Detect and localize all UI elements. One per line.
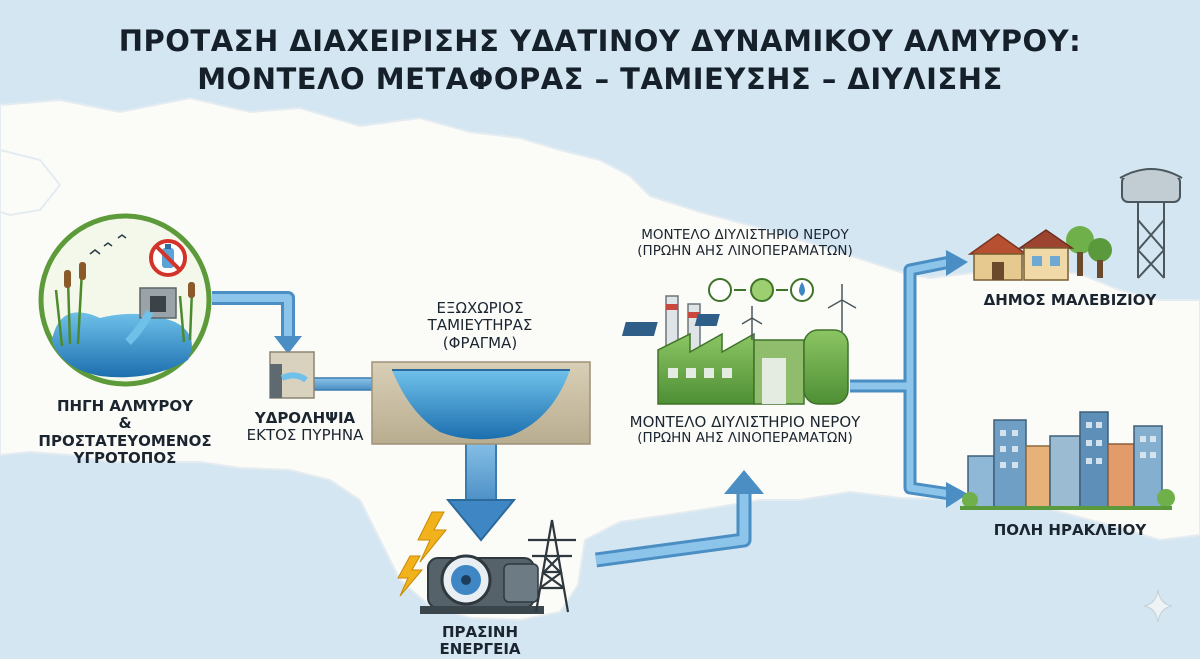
no-plastic-bottle-icon <box>149 239 187 277</box>
label-heraklion-line-1: ΠΟΛΗ ΗΡΑΚΛΕΙΟΥ <box>993 521 1147 539</box>
label-intake-line-1: ΥΔΡΟΛΗΨΙΑ <box>254 409 356 427</box>
lightning-icon <box>397 511 448 597</box>
filter-process-icon <box>708 278 814 302</box>
title-line-2: ΜΟΝΤΕΛΟ ΜΕΤΑΦΟΡΑΣ – ΤΑΜΙΕΥΣΗΣ – ΔΙΥΛΙΣΗΣ <box>197 62 1003 96</box>
label-reservoir-line-1: ΕΞΩΧΩΡΙΟΣ <box>436 299 524 317</box>
label-reservoir-line-2: ΤΑΜΙΕΥΤΗΡΑΣ <box>427 316 533 335</box>
label-heraklion: ΠΟΛΗ ΗΡΑΚΛΕΙΟΥ <box>960 521 1180 539</box>
label-energy: ΠΡΑΣΙΝΗ ΕΝΕΡΓΕΙΑ <box>400 623 560 659</box>
treatment-plant-illustration <box>621 278 857 405</box>
label-plant-top-line-2: (ΠΡΩΗΝ ΑΗΣ ΛΙΝΟΠΕΡΑΜΑΤΩΝ) <box>637 242 853 259</box>
label-plant-bottom-line-2: (ΠΡΩΗΝ ΑΗΣ ΛΙΝΟΠΕΡΑΜΑΤΩΝ) <box>637 430 853 447</box>
label-source-line-3: ΥΓΡΟΤΟΠΟΣ <box>73 448 177 467</box>
heraklion-city-illustration <box>960 411 1175 510</box>
arrow-to-malevizi <box>946 250 968 276</box>
page-title: ΠΡΟΤΑΣΗ ΔΙΑΧΕΙΡΙΣΗΣ ΥΔΑΤΙΝΟΥ ΔΥΝΑΜΙΚΟΥ Α… <box>0 22 1200 98</box>
pipe-reservoir-turbine <box>465 435 497 505</box>
turbine-icon <box>420 554 544 614</box>
label-plant-bottom: ΜΟΝΤΕΛΟ ΔΙΥΛΙΣΤΗΡΙΟ ΝΕΡΟΥ (ΠΡΩΗΝ ΑΗΣ ΛΙΝ… <box>610 413 880 447</box>
wind-turbine-icon <box>741 284 857 340</box>
label-plant-top-line-1: ΜΟΝΤΕΛΟ ΔΙΥΛΙΣΤΗΡΙΟ ΝΕΡΟΥ <box>641 227 849 243</box>
arrow-up-plant <box>724 470 764 494</box>
label-reservoir: ΕΞΩΧΩΡΙΟΣ ΤΑΜΙΕΥΤΗΡΑΣ (ΦΡΑΓΜΑ) <box>400 299 560 352</box>
label-plant-bottom-line-1: ΜΟΝΤΕΛΟ ΔΙΥΛΙΣΤΗΡΙΟ ΝΕΡΟΥ <box>629 413 861 431</box>
arrow-down-turbine <box>445 499 517 542</box>
reservoir-illustration <box>371 361 591 445</box>
label-source-line-1: ΠΗΓΗ ΑΛΜΥΡΟΥ <box>56 397 194 415</box>
label-plant-top: ΜΟΝΤΕΛΟ ΔΙΥΛΙΣΤΗΡΙΟ ΝΕΡΟΥ (ΠΡΩΗΝ ΑΗΣ ΛΙΝ… <box>620 227 870 259</box>
title-line-1: ΠΡΟΤΑΣΗ ΔΙΑΧΕΙΡΙΣΗΣ ΥΔΑΤΙΝΟΥ ΔΥΝΑΜΙΚΟΥ Α… <box>118 24 1082 58</box>
label-intake: ΥΔΡΟΛΗΨΙΑ ΕΚΤΟΣ ΠΥΡΗΝΑ <box>240 409 370 445</box>
island-shape <box>0 96 1200 622</box>
arrow-to-heraklion <box>946 482 968 508</box>
power-pylon-icon <box>528 519 576 613</box>
label-intake-line-2: ΕΚΤΟΣ ΠΥΡΗΝΑ <box>246 426 364 445</box>
island-peninsula <box>0 148 62 217</box>
intake-structure <box>269 351 315 399</box>
label-malevizi-line-1: ΔΗΜΟΣ ΜΑΛΕΒΙΖΙΟΥ <box>983 291 1157 309</box>
label-malevizi: ΔΗΜΟΣ ΜΑΛΕΒΙΖΙΟΥ <box>960 291 1180 309</box>
label-source-line-2: & ΠΡΟΣΤΑΤΕΥΟΜΕΝΟΣ <box>38 414 212 450</box>
source-wetland-illustration <box>38 213 212 387</box>
arrow-down-intake <box>274 336 302 354</box>
label-energy-line-1: ΠΡΑΣΙΝΗ ΕΝΕΡΓΕΙΑ <box>439 623 521 659</box>
sparkle-icon <box>1143 589 1173 623</box>
water-tower-icon <box>1121 175 1181 203</box>
malevizi-houses-illustration <box>967 168 1183 281</box>
label-reservoir-line-3: (ΦΡΑΓΜΑ) <box>442 333 518 352</box>
label-source: ΠΗΓΗ ΑΛΜΥΡΟΥ & ΠΡΟΣΤΑΤΕΥΟΜΕΝΟΣ ΥΓΡΟΤΟΠΟΣ <box>30 397 220 467</box>
